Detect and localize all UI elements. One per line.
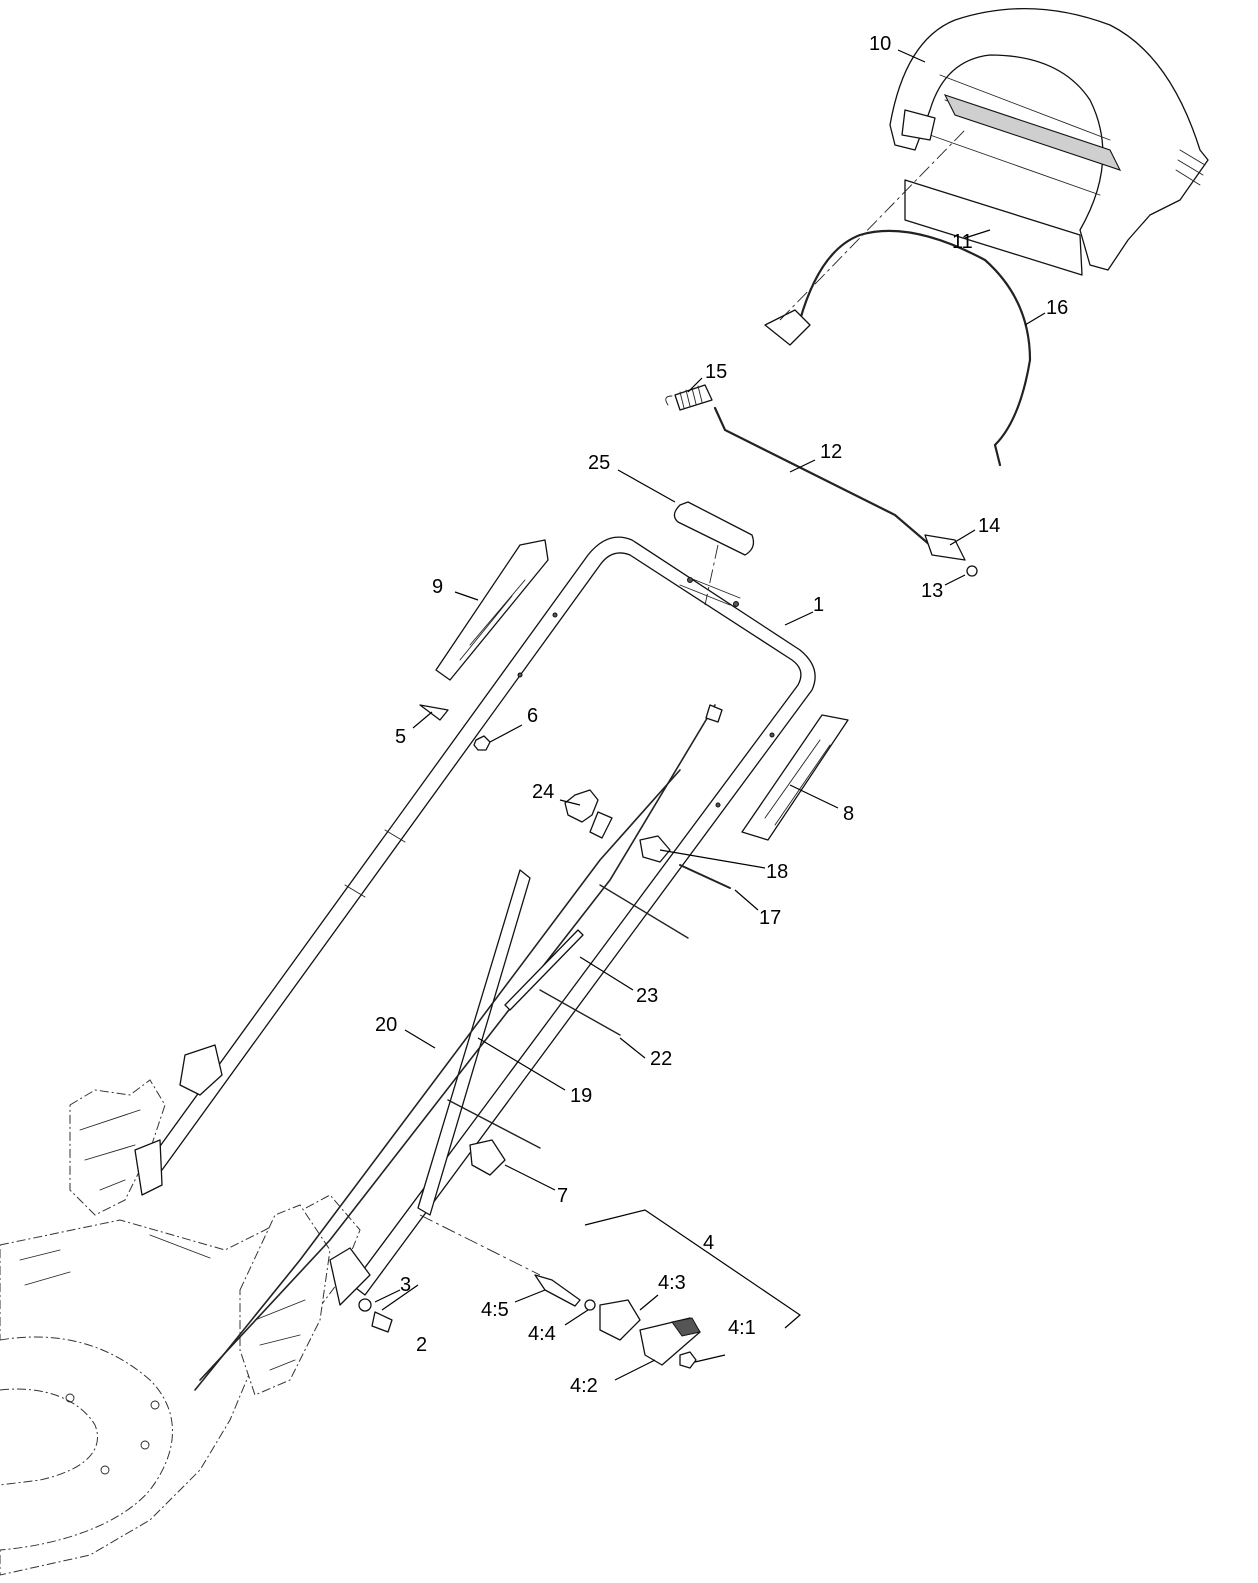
- tie-22b: [447, 1099, 541, 1149]
- callout-24: 24: [532, 781, 554, 803]
- callout-18: 18: [766, 861, 788, 883]
- callout-19: 19: [570, 1085, 592, 1107]
- callout-3: 3: [400, 1274, 411, 1296]
- callout-12: 12: [820, 441, 842, 463]
- sleeve-14: [924, 534, 966, 561]
- callout-1: 1: [813, 594, 824, 616]
- decal-23: [504, 929, 584, 1011]
- mower-deck: [0, 1079, 361, 1576]
- clip-7: [469, 1139, 506, 1176]
- nut-6: [473, 735, 491, 751]
- housing-4-3: [599, 1299, 641, 1341]
- upper-handle: [889, 7, 1209, 271]
- callout-23: 23: [636, 985, 658, 1007]
- tie-22: [539, 989, 621, 1036]
- callout-4-1: 4:1: [728, 1317, 756, 1339]
- bracket-4: [584, 1209, 801, 1329]
- callout-13: 13: [921, 580, 943, 602]
- washer-3: [358, 1298, 372, 1312]
- callout-4-3: 4:3: [658, 1272, 686, 1294]
- callout-8: 8: [843, 803, 854, 825]
- pivot-guide: [419, 1214, 541, 1276]
- control-rod-12: [713, 406, 932, 547]
- guide-9: [435, 539, 549, 681]
- callout-17: 17: [759, 907, 781, 929]
- nut-4-1: [679, 1351, 697, 1369]
- callout-16: 16: [1046, 297, 1068, 319]
- callout-15: 15: [705, 361, 727, 383]
- callout-20: 20: [375, 1014, 397, 1036]
- callout-4: 4: [703, 1232, 714, 1254]
- callout-14: 14: [978, 515, 1000, 537]
- grip-guide: [704, 544, 719, 606]
- callout-22: 22: [650, 1048, 672, 1070]
- callout-6: 6: [527, 705, 538, 727]
- callout-5: 5: [395, 726, 406, 748]
- bolt-17: [679, 864, 731, 889]
- bail-bar-16: [764, 129, 1032, 467]
- callout-10: 10: [869, 33, 891, 55]
- washer-4-4: [584, 1299, 596, 1311]
- clip-18: [639, 835, 671, 863]
- callout-9: 9: [432, 576, 443, 598]
- callout-7: 7: [557, 1185, 568, 1207]
- clip-5: [419, 704, 449, 721]
- cables: [194, 704, 723, 1391]
- callout-4-5: 4:5: [481, 1299, 509, 1321]
- decal-11: [904, 179, 1083, 276]
- guide-8: [741, 714, 849, 841]
- knob-24: [564, 789, 599, 823]
- spring-15: [665, 384, 713, 411]
- callout-4-4: 4:4: [528, 1323, 556, 1345]
- tie-22a: [599, 884, 689, 939]
- callout-labels: 1 2 3 4 4:1 4:2 4:3 4:4 4:5 5 6 7 8 9 10…: [375, 33, 1068, 1397]
- washer-13: [966, 565, 978, 577]
- callout-11: 11: [952, 231, 973, 253]
- callout-4-2: 4:2: [570, 1375, 598, 1397]
- callout-25: 25: [588, 452, 610, 474]
- bolt-2: [371, 1311, 393, 1333]
- grip-25: [673, 501, 755, 556]
- callout-2: 2: [416, 1334, 427, 1356]
- leader-lines: [374, 49, 1046, 1381]
- pivot-pin-4-5: [534, 1274, 581, 1307]
- main-handle: [134, 536, 816, 1306]
